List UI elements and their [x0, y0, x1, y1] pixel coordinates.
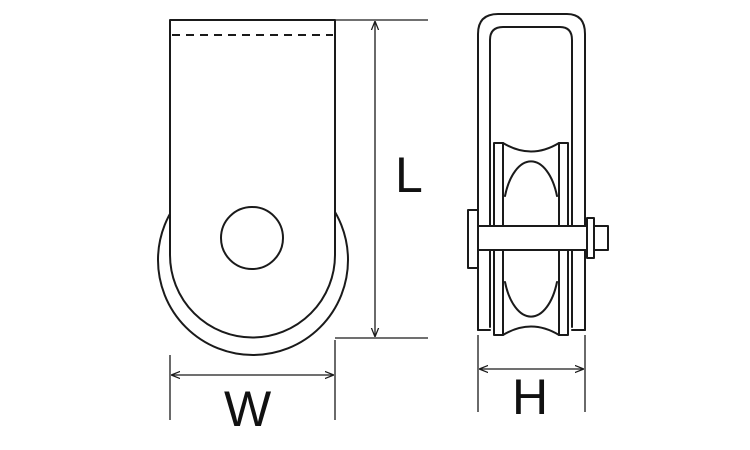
height-dimension: H: [477, 335, 586, 425]
length-dimension: L: [335, 19, 428, 339]
bolt-nut: [586, 217, 595, 259]
axle-hole: [220, 206, 284, 270]
side-view: [467, 13, 609, 336]
bolt-head: [467, 209, 479, 269]
width-label: W: [224, 381, 272, 437]
front-view: [157, 19, 349, 356]
side-plate: [169, 19, 336, 339]
height-label: H: [512, 369, 548, 425]
axle-bolt: [467, 209, 609, 269]
width-dimension: W: [169, 340, 336, 437]
strap-inner: [489, 26, 573, 328]
strap-outer: [477, 13, 586, 331]
length-label: L: [395, 147, 423, 203]
